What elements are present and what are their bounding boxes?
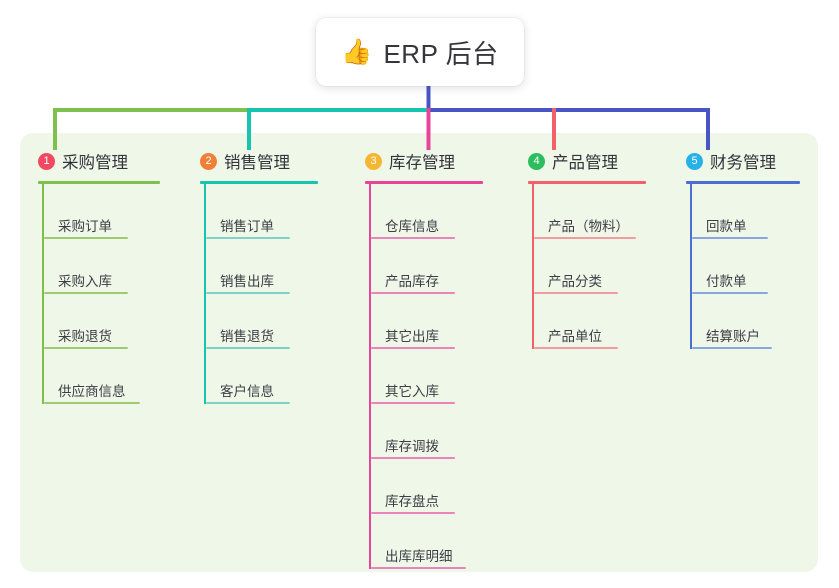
branch-rule-1 bbox=[38, 181, 160, 184]
list-item[interactable]: 采购订单 bbox=[44, 184, 188, 239]
list-item[interactable]: 结算账户 bbox=[692, 294, 818, 349]
leaf-rule bbox=[692, 347, 772, 349]
branch-leaves-5: 回款单 付款单 结算账户 bbox=[690, 184, 818, 349]
leaf-rule bbox=[371, 512, 455, 514]
list-item[interactable]: 仓库信息 bbox=[371, 184, 518, 239]
branch-rule-5 bbox=[686, 181, 800, 184]
leaf-label: 销售出库 bbox=[220, 274, 274, 289]
branch-title-2: 销售管理 bbox=[224, 154, 290, 172]
list-item[interactable]: 其它入库 bbox=[371, 349, 518, 404]
branch-badge-3: 3 bbox=[365, 152, 382, 170]
branch-badge-5: 5 bbox=[686, 152, 703, 170]
leaf-rule bbox=[534, 292, 618, 294]
leaf-rule bbox=[534, 237, 636, 239]
leaf-label: 销售退货 bbox=[220, 329, 274, 344]
leaf-rule bbox=[44, 347, 128, 349]
branch-rule-2 bbox=[200, 181, 318, 184]
leaf-label: 产品单位 bbox=[548, 329, 602, 344]
leaf-label: 库存调拨 bbox=[385, 439, 439, 454]
root-node[interactable]: 👍 ERP 后台 bbox=[316, 18, 524, 86]
leaf-rule bbox=[206, 237, 290, 239]
leaf-rule bbox=[44, 292, 128, 294]
leaf-label: 供应商信息 bbox=[58, 384, 126, 399]
leaf-rule bbox=[44, 237, 128, 239]
leaf-label: 出库库明细 bbox=[385, 549, 453, 564]
branches-panel bbox=[20, 133, 818, 572]
list-item[interactable]: 付款单 bbox=[692, 239, 818, 294]
list-item[interactable]: 库存调拨 bbox=[371, 404, 518, 459]
leaf-label: 产品分类 bbox=[548, 274, 602, 289]
leaf-label: 付款单 bbox=[706, 274, 747, 289]
list-item[interactable]: 客户信息 bbox=[206, 349, 353, 404]
leaf-rule bbox=[534, 347, 618, 349]
branch-columns: 1 采购管理 采购订单 采购入库 采购退货 供应商信息 bbox=[20, 133, 818, 572]
branch-leaves-2: 销售订单 销售出库 销售退货 客户信息 bbox=[204, 184, 353, 404]
leaf-label: 采购退货 bbox=[58, 329, 112, 344]
leaf-label: 库存盘点 bbox=[385, 494, 439, 509]
branch-header-product[interactable]: 4 产品管理 bbox=[528, 133, 676, 177]
leaf-rule bbox=[206, 347, 290, 349]
list-item[interactable]: 产品（物料） bbox=[534, 184, 676, 239]
leaf-label: 结算账户 bbox=[706, 329, 760, 344]
list-item[interactable]: 销售出库 bbox=[206, 239, 353, 294]
branch-badge-4: 4 bbox=[528, 152, 545, 170]
leaf-label: 产品（物料） bbox=[548, 219, 629, 234]
branch-title-5: 财务管理 bbox=[710, 154, 776, 172]
leaf-rule bbox=[371, 237, 455, 239]
leaf-rule bbox=[44, 402, 140, 404]
branch-rule-4 bbox=[528, 181, 646, 184]
branch-badge-2: 2 bbox=[200, 152, 217, 170]
branch-title-1: 采购管理 bbox=[62, 154, 128, 172]
list-item[interactable]: 回款单 bbox=[692, 184, 818, 239]
leaf-rule bbox=[371, 457, 455, 459]
branch-leaves-4: 产品（物料） 产品分类 产品单位 bbox=[532, 184, 676, 349]
leaf-label: 产品库存 bbox=[385, 274, 439, 289]
branch-title-4: 产品管理 bbox=[552, 154, 618, 172]
branch-header-inventory[interactable]: 3 库存管理 bbox=[365, 133, 518, 177]
leaf-rule bbox=[692, 292, 768, 294]
list-item[interactable]: 库存盘点 bbox=[371, 459, 518, 514]
branch-header-sales[interactable]: 2 销售管理 bbox=[200, 133, 353, 177]
thumbs-up-icon: 👍 bbox=[341, 37, 373, 66]
branch-title-3: 库存管理 bbox=[389, 154, 455, 172]
leaf-label: 采购入库 bbox=[58, 274, 112, 289]
branch-column-inventory: 3 库存管理 仓库信息 产品库存 其它出库 其它入库 bbox=[353, 133, 518, 572]
branch-column-purchasing: 1 采购管理 采购订单 采购入库 采购退货 供应商信息 bbox=[20, 133, 188, 572]
list-item[interactable]: 产品分类 bbox=[534, 239, 676, 294]
branch-leaves-1: 采购订单 采购入库 采购退货 供应商信息 bbox=[42, 184, 188, 404]
leaf-rule bbox=[206, 292, 290, 294]
leaf-label: 客户信息 bbox=[220, 384, 274, 399]
list-item[interactable]: 其它出库 bbox=[371, 294, 518, 349]
list-item[interactable]: 出库库明细 bbox=[371, 514, 518, 569]
leaf-rule bbox=[371, 292, 455, 294]
list-item[interactable]: 产品库存 bbox=[371, 239, 518, 294]
leaf-label: 销售订单 bbox=[220, 219, 274, 234]
leaf-label: 采购订单 bbox=[58, 219, 112, 234]
leaf-label: 其它出库 bbox=[385, 329, 439, 344]
list-item[interactable]: 采购入库 bbox=[44, 239, 188, 294]
branch-header-purchasing[interactable]: 1 采购管理 bbox=[38, 133, 188, 177]
leaf-rule bbox=[206, 402, 290, 404]
list-item[interactable]: 销售订单 bbox=[206, 184, 353, 239]
branch-rule-3 bbox=[365, 181, 483, 184]
branch-badge-1: 1 bbox=[38, 152, 55, 170]
list-item[interactable]: 产品单位 bbox=[534, 294, 676, 349]
leaf-label: 仓库信息 bbox=[385, 219, 439, 234]
root-title: ERP 后台 bbox=[383, 38, 499, 69]
branch-column-finance: 5 财务管理 回款单 付款单 结算账户 bbox=[676, 133, 818, 572]
branch-column-sales: 2 销售管理 销售订单 销售出库 销售退货 客户信息 bbox=[188, 133, 353, 572]
branch-leaves-3: 仓库信息 产品库存 其它出库 其它入库 库存调拨 bbox=[369, 184, 518, 569]
branch-column-product: 4 产品管理 产品（物料） 产品分类 产品单位 bbox=[518, 133, 676, 572]
list-item[interactable]: 供应商信息 bbox=[44, 349, 188, 404]
leaf-rule bbox=[692, 237, 768, 239]
leaf-label: 回款单 bbox=[706, 219, 747, 234]
leaf-rule bbox=[371, 347, 455, 349]
leaf-rule bbox=[371, 567, 466, 569]
leaf-label: 其它入库 bbox=[385, 384, 439, 399]
list-item[interactable]: 销售退货 bbox=[206, 294, 353, 349]
list-item[interactable]: 采购退货 bbox=[44, 294, 188, 349]
leaf-rule bbox=[371, 402, 455, 404]
branch-header-finance[interactable]: 5 财务管理 bbox=[686, 133, 818, 177]
